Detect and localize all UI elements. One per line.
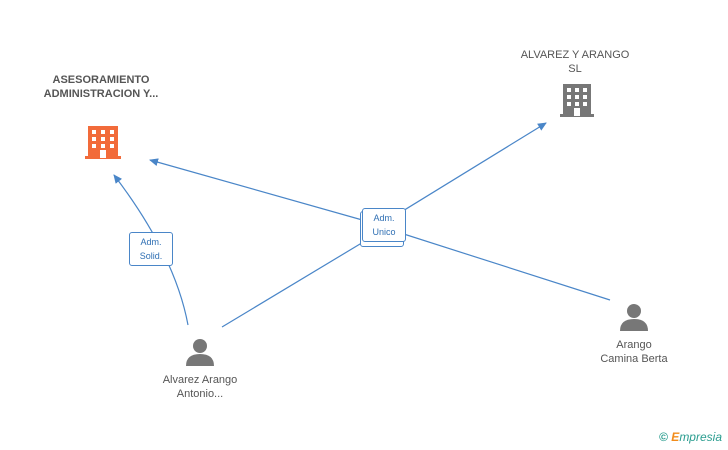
person-icon[interactable] [620,304,648,331]
edge-label-line1: Adm. [140,237,162,247]
edge-alvarez-to-hub [221,234,376,328]
edge-hub-to-company-main [149,158,381,226]
edge-arango-to-hub [384,227,611,301]
company-main-node[interactable]: ASESORAMIENTO ADMINISTRACION Y... [40,73,162,101]
person-arango-node[interactable]: Arango Camina Berta [598,338,670,366]
person-arango-label[interactable]: Arango Camina Berta [600,339,668,365]
company-other-label[interactable]: ALVAREZ Y ARANGO SL [520,49,630,75]
edge-label-line1: Adm. [373,213,395,223]
edge-label-line2: Solid. [139,251,163,261]
building-icon-gray[interactable] [560,84,594,117]
person-icon[interactable] [186,339,214,366]
person-alvarez-label[interactable]: Alvarez Arango Antonio... [162,374,238,400]
company-other-node[interactable]: ALVAREZ Y ARANGO SL [520,48,630,76]
copyright-icon: © [659,430,668,444]
building-icon[interactable] [85,126,121,159]
company-main-label[interactable]: ASESORAMIENTO ADMINISTRACION Y... [43,74,159,100]
edge-label-adm-solid: Adm. Solid. [129,232,173,266]
edge-label-adm-unico: Adm. Unico [362,208,406,242]
person-alvarez-node[interactable]: Alvarez Arango Antonio... [160,373,240,401]
edge-label-line2: Unico [372,227,396,237]
edge-hub-to-company-other [379,122,547,226]
brand-logo-e: E [671,430,680,444]
brand-footer: © Empresia [659,430,722,444]
brand-logo-text: mpresia [679,430,722,444]
